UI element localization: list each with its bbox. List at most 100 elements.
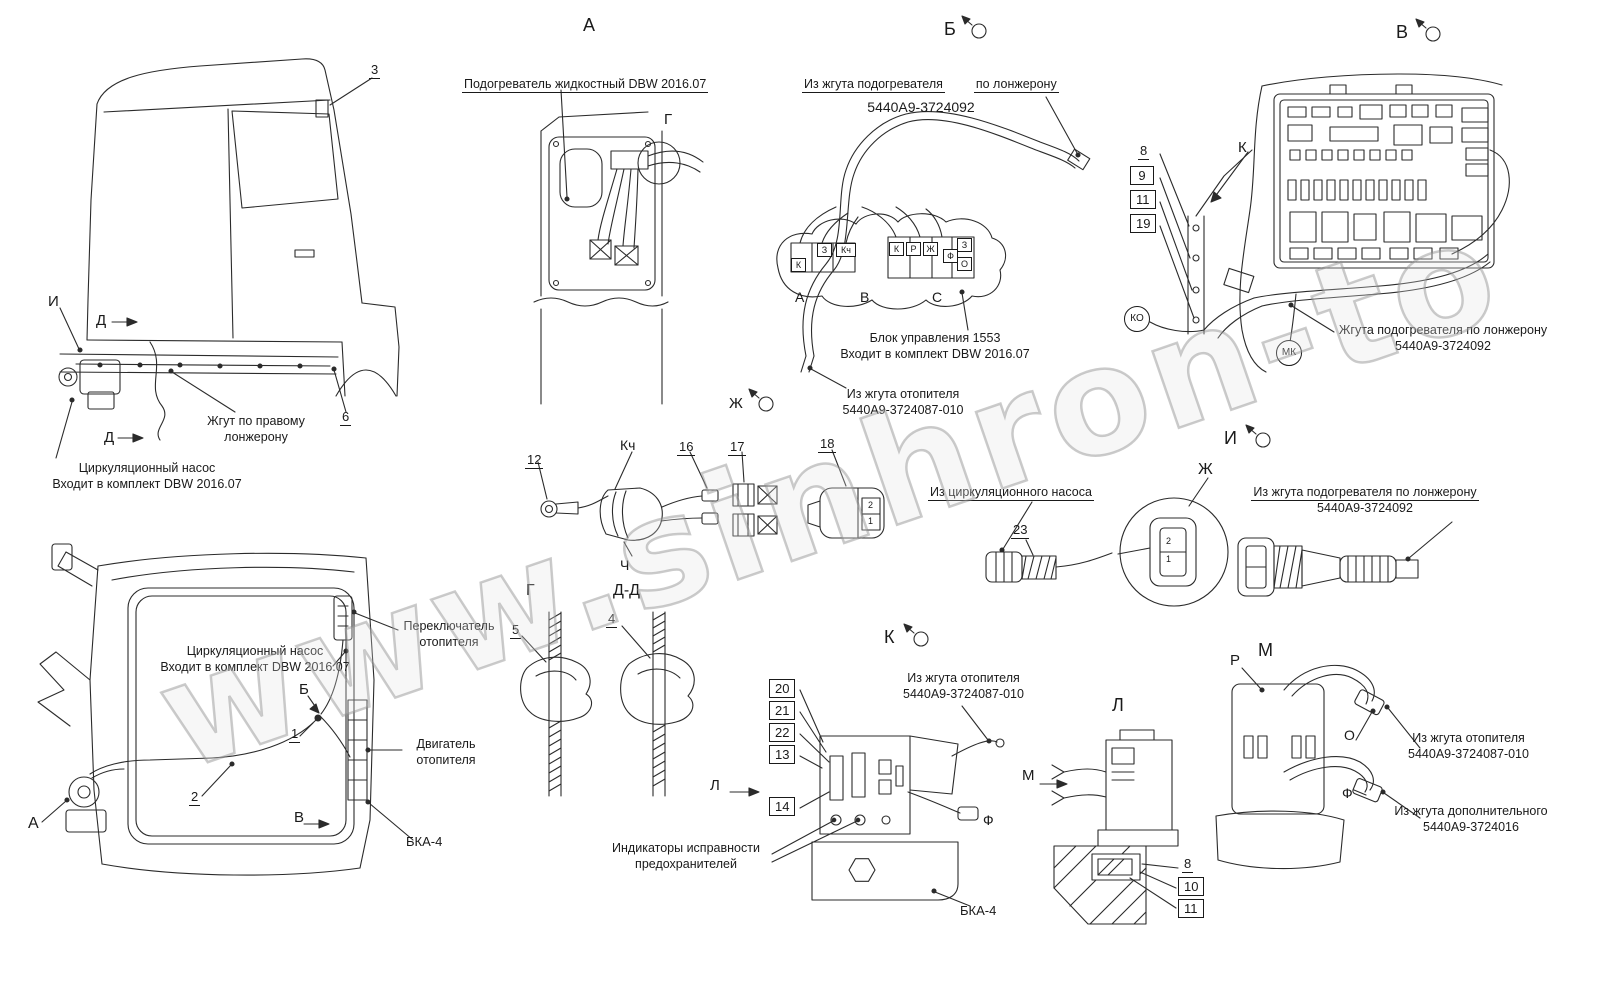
- pump-wire-note-text: Из циркуляционного насоса: [928, 485, 1094, 501]
- view-l-title: Л: [1112, 695, 1124, 715]
- view-direction-icon-i: [1245, 424, 1271, 448]
- callout-6-text: 6: [340, 409, 352, 426]
- harness-right-note-line2: лонжерону: [224, 430, 288, 445]
- connector-c-label: С: [932, 289, 943, 305]
- callout-17-text: 17: [728, 439, 747, 456]
- cab-side-art: [55, 58, 400, 459]
- callout-13: 13: [769, 745, 796, 764]
- marker-d-bottom: Д: [104, 429, 115, 446]
- callout-13-text: 13: [769, 745, 796, 764]
- bka-label-rear: БКА-4: [406, 834, 443, 849]
- view-k-art: [729, 689, 1005, 907]
- pump-note-rear-line1: Циркуляционный насос: [186, 644, 324, 658]
- pin-kch1: Кч: [836, 243, 856, 257]
- marker-o: О: [1344, 727, 1355, 743]
- callout-1: 1: [289, 726, 301, 743]
- view-a-title: А: [583, 15, 596, 35]
- marker-g-top: Г: [664, 111, 673, 128]
- indicators-note-line2: предохранителей: [635, 857, 737, 872]
- motor-note-line2: отопителя: [416, 753, 476, 768]
- section-g-title: Г: [526, 582, 535, 599]
- heater-wire-note-b: Из жгута отопителя 5440А9-3724087-010: [812, 386, 994, 419]
- heater-wire-note-m-line1: Из жгута отопителя: [1412, 731, 1525, 745]
- callout-9-v: 9: [1130, 166, 1154, 185]
- connector-row-art: [537, 449, 885, 557]
- heater-wire-note-m: Из жгута отопителя 5440А9-3724087-010: [1386, 730, 1551, 763]
- callout-2-text: 2: [189, 789, 201, 806]
- marker-k-v: К: [1238, 139, 1247, 156]
- callout-14: 14: [769, 797, 796, 816]
- marker-b-rear: Б: [299, 681, 309, 698]
- section-dd-title: Д-Д: [613, 582, 640, 599]
- pin-r2: Р: [906, 242, 921, 256]
- marker-l-k: Л: [710, 777, 720, 794]
- additional-wire-note-line1: Из жгута дополнительного: [1394, 804, 1548, 818]
- heater-wire-note-b-line1: Из жгута отопителя: [846, 387, 960, 401]
- heater-note-text: Подогреватель жидкостный DBW 2016.07: [462, 77, 709, 93]
- pump-wire-note: Из циркуляционного насоса: [928, 484, 1094, 501]
- callout-8-l: 8: [1182, 856, 1194, 873]
- motor-note-line1: Двигатель: [416, 737, 476, 751]
- marker-v-rear: В: [294, 809, 305, 826]
- view-i-art: [985, 477, 1453, 607]
- marker-i-side: И: [48, 293, 59, 310]
- circle-mk: МК: [1276, 340, 1302, 366]
- pin-1-big-connector: 1: [1166, 554, 1172, 564]
- callout-19-v: 19: [1130, 214, 1157, 233]
- pump-note-side-line1: Циркуляционный насос: [78, 461, 216, 475]
- callout-6: 6: [340, 409, 352, 426]
- harness-note-v-line1: Жгута подогревателя по лонжерону: [1338, 323, 1548, 337]
- pump-note-rear: Циркуляционный насос Входит в комплект D…: [133, 643, 377, 676]
- callout-20-text: 20: [769, 679, 796, 698]
- callout-1-text: 1: [289, 726, 301, 743]
- heater-note: Подогреватель жидкостный DBW 2016.07: [462, 76, 709, 93]
- connector-a-label: А: [795, 289, 805, 305]
- pin-k1: К: [791, 258, 806, 272]
- harness-number-b: 5440А9-3724092: [867, 99, 975, 115]
- motor-note: Двигатель отопителя: [400, 736, 492, 769]
- circle-ko: КО: [1124, 306, 1150, 332]
- view-k-title: К: [884, 627, 895, 647]
- callout-16: 16: [677, 439, 696, 456]
- pump-note-rear-line2: Входит в комплект DBW 2016.07: [160, 660, 350, 675]
- harness-note-v-line2: 5440А9-3724092: [1395, 339, 1491, 354]
- bka-label-k: БКА-4: [960, 903, 997, 918]
- heater-wire-note-k-line2: 5440А9-3724087-010: [903, 687, 1024, 702]
- callout-12: 12: [525, 452, 544, 469]
- pin-z2: З: [957, 238, 972, 252]
- view-v-art: [1149, 73, 1510, 373]
- callout-20: 20: [769, 679, 796, 698]
- heater-wire-note-b-line2: 5440А9-3724087-010: [842, 403, 964, 418]
- control-unit-note: Блок управления 1553 Входит в комплект D…: [826, 330, 1044, 363]
- harness-right-note: Жгут по правому лонжерону: [180, 413, 332, 446]
- marker-a-rear: А: [28, 815, 39, 832]
- pump-note-side: Циркуляционный насос Входит в комплект D…: [26, 460, 268, 493]
- callout-8-l-text: 8: [1182, 856, 1194, 873]
- callout-2: 2: [189, 789, 201, 806]
- view-b-art: [776, 96, 1091, 389]
- marker-f-k: Ф: [983, 812, 994, 828]
- callout-5: 5: [510, 622, 522, 639]
- control-unit-note-line1: Блок управления 1553: [869, 331, 1001, 345]
- marker-zh-b: Ж: [729, 395, 743, 412]
- callout-4: 4: [606, 611, 618, 628]
- indicators-note-line1: Индикаторы исправности: [612, 841, 760, 855]
- switch-note: Переключатель отопителя: [394, 618, 504, 651]
- pin-2-big-connector: 2: [1166, 536, 1172, 546]
- view-direction-icon-k: [903, 623, 929, 647]
- callout-23: 23: [1011, 522, 1030, 539]
- marker-r: Р: [1230, 652, 1241, 669]
- callout-14-text: 14: [769, 797, 796, 816]
- view-direction-icon-zh: [748, 388, 774, 412]
- harness-note-b-part1: Из жгута подогревателя: [802, 77, 945, 93]
- view-v-title: В: [1396, 22, 1409, 42]
- control-unit-note-line2: Входит в комплект DBW 2016.07: [840, 347, 1030, 362]
- view-a-art: [533, 89, 704, 405]
- view-i-title: И: [1224, 428, 1237, 448]
- marker-kch: Кч: [620, 437, 636, 453]
- harness-note-i-line2: 5440А9-3724092: [1317, 501, 1413, 516]
- view-direction-icons: [748, 15, 1441, 647]
- harness-right-note-line1: Жгут по правому: [207, 414, 305, 428]
- callout-3: 3: [369, 62, 381, 79]
